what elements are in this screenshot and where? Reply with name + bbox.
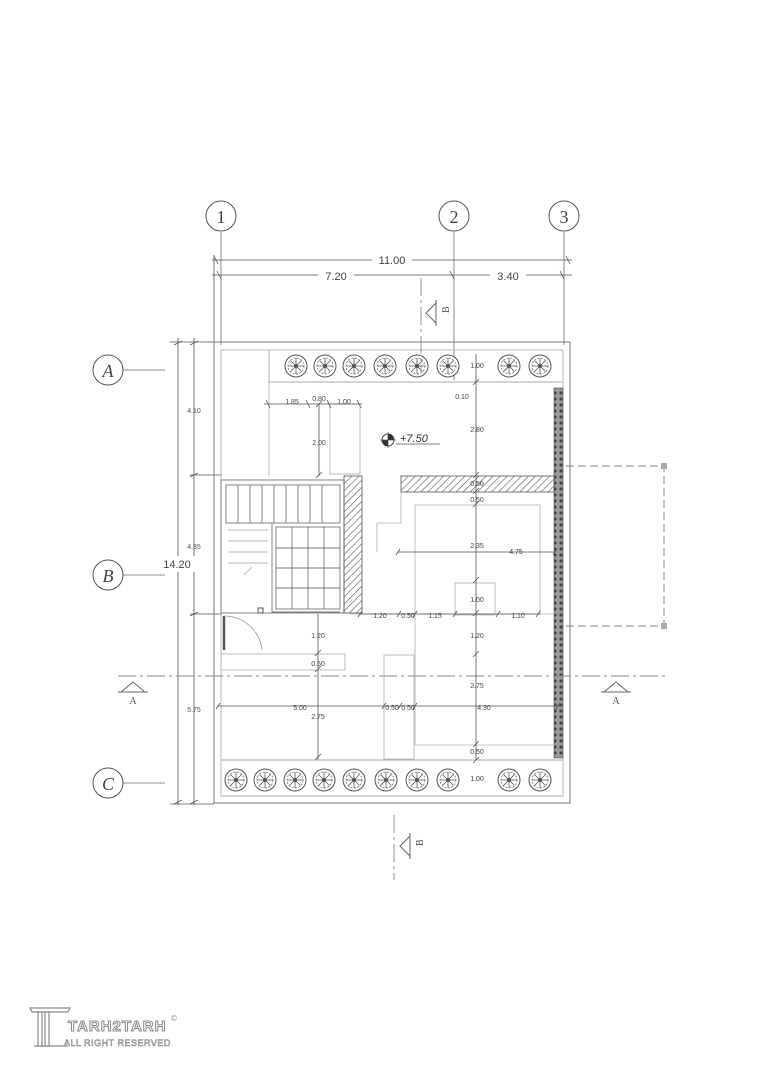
upper-wall-hatch [400,475,555,493]
stair-block [220,479,345,614]
level-marker: +7.50 [380,432,440,448]
tree-row-top [284,354,552,378]
dim-label: 0.50 [470,481,484,488]
dim-label: 0.50 [401,613,415,620]
section-mark-a-left: A [118,681,148,707]
dim-label: 0.50 [401,705,415,712]
dim-label: 1.85 [285,399,299,406]
grid-bubble-1: 1 [205,200,237,232]
dim-label: 2.75 [470,683,484,690]
dim-label: 1.00 [337,399,351,406]
section-label-b-bottom: B [415,839,426,846]
dim-label: 1.20 [311,633,325,640]
grid-lines [122,232,565,784]
interior-dim-lines [215,354,561,764]
dim-label: 1.20 [373,613,387,620]
dim-label: 4.75 [509,549,523,556]
grid-label-a: A [102,361,115,381]
section-label-a-right: A [612,696,620,707]
dim-span-1-2: 7.20 [325,271,346,283]
grid-label-1: 1 [217,207,226,227]
planter-strip [553,387,564,759]
dim-label: 0.50 [470,497,484,504]
section-mark-a-right: A [601,681,631,707]
dashed-annex [566,465,665,627]
section-mark-b-bottom: B [399,833,426,859]
dim-label: 1.00 [470,776,484,783]
grid-label-c: C [102,774,115,794]
dim-overall-width: 11.00 [379,255,406,267]
dim-label: 0.50 [385,705,399,712]
grid-label-3: 3 [560,207,569,227]
door-swing [222,607,264,651]
brand-rights: ALL RIGHT RESERVED [64,1038,171,1049]
dim-span-2-3: 3.40 [497,271,518,283]
brand-logo: TARH2TARH © ALL RIGHT RESERVED [28,1004,188,1054]
dim-label: 0.10 [455,394,469,401]
dim-label: 5.00 [293,705,307,712]
section-label-b-top: B [441,306,452,313]
dim-label: 4.30 [477,705,491,712]
section-mark-b-top: B [425,300,452,326]
dim-b-to-mid: 4.35 [187,544,201,551]
section-line-b [393,278,422,880]
section-label-a-left: A [129,696,137,707]
dim-label: 1.20 [470,633,484,640]
dim-label: 1.00 [470,597,484,604]
dim-a-to-b: 4.10 [187,408,201,415]
tree-row-bottom [224,768,552,792]
dim-label: 1.10 [511,613,525,620]
dim-label: 1.15 [428,613,442,620]
dim-overall-depth: 14.20 [163,559,191,571]
grid-bubble-a: A [92,354,124,386]
stair-wall-hatch [343,475,363,614]
grid-label-b: B [103,566,114,586]
dim-mid-to-c: 5.75 [187,707,201,714]
dim-label: 2.75 [311,714,325,721]
grid-label-2: 2 [450,207,459,227]
dim-label: 0.80 [312,396,326,403]
interior-dim-labels: 1.85 0.80 1.00 2.00 1.00 0.10 2.80 0.50 … [285,363,525,783]
level-value: +7.50 [400,433,429,445]
brand-name: TARH2TARH [67,1018,167,1036]
grid-bubble-3: 3 [548,200,580,232]
dim-label: 1.00 [470,363,484,370]
grid-bubble-b: B [92,559,124,591]
dim-label: 2.80 [470,427,484,434]
dim-label: 0.50 [311,661,325,668]
building-outline [213,341,571,804]
dim-label: 2.00 [312,440,326,447]
copyright-mark: © [171,1014,177,1023]
grid-bubble-2: 2 [438,200,470,232]
column-logo-icon [29,1007,71,1047]
dim-label: 2.35 [470,543,484,550]
grid-bubble-c: C [92,767,124,799]
dim-label: 0.50 [470,749,484,756]
